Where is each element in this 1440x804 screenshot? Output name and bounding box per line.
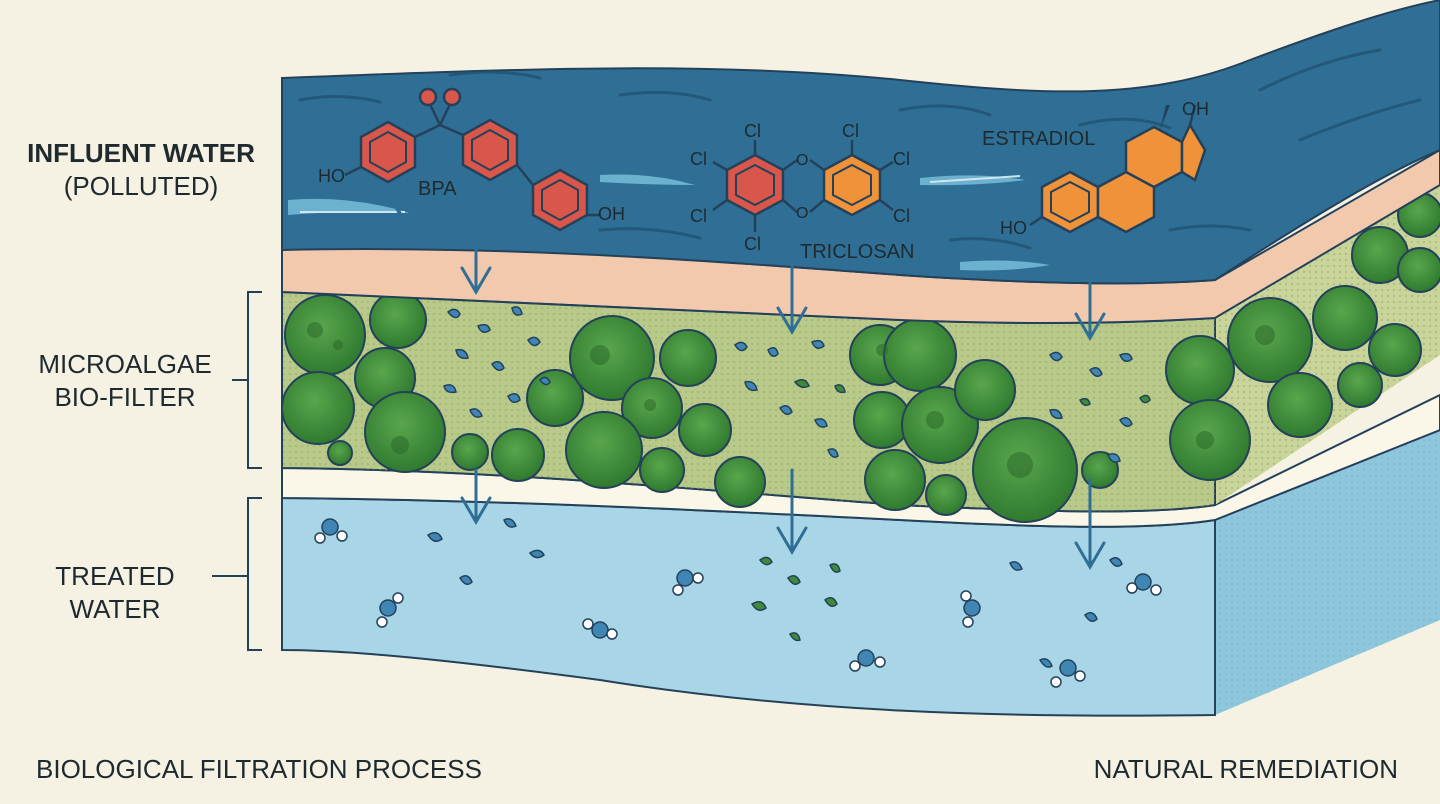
triclosan-cl-right-lower: Cl: [893, 206, 910, 226]
treated-line-2: WATER: [69, 593, 161, 624]
influent-title: INFLUENT WATER: [27, 138, 255, 168]
green-fragments: [793, 379, 1151, 407]
estradiol-molecule: [1029, 104, 1207, 234]
bpa-ho-label: HO: [318, 166, 345, 186]
layer-brackets: [212, 291, 262, 651]
algae-cells: [281, 192, 1440, 523]
bpa-name: BPA: [418, 178, 457, 200]
filter-line-2: BIO-FILTER: [54, 381, 196, 412]
triclosan-name: TRICLOSAN: [800, 241, 914, 263]
estradiol-ho-label: HO: [1000, 218, 1027, 238]
triclosan-cl-left-upper: Cl: [690, 149, 707, 169]
bpa-molecule: [344, 87, 600, 232]
water-molecules: [314, 518, 1162, 688]
triclosan-o-upper: O: [796, 152, 808, 169]
estradiol-oh-label: OH: [1182, 99, 1209, 119]
triclosan-molecule: [712, 140, 894, 232]
treated-line-1: TREATED: [55, 561, 175, 591]
treated-water-layer: [281, 496, 1216, 717]
triclosan-o-lower: O: [796, 205, 808, 222]
residual-particles: [426, 518, 1123, 668]
triclosan-cl-bottom: Cl: [744, 234, 761, 254]
triclosan-cl-right-upper: Cl: [893, 149, 910, 169]
filter-line-1: MICROALGAE: [38, 349, 212, 379]
triclosan-cl-left-lower: Cl: [690, 206, 707, 226]
footer-right-caption: NATURAL REMEDIATION: [1093, 754, 1398, 784]
influent-subtitle: (POLLUTED): [63, 170, 219, 201]
treated-water-label: TREATED WATER: [20, 560, 210, 625]
triclosan-cl-top-left: Cl: [744, 121, 761, 141]
estradiol-name: ESTRADIOL: [982, 128, 1095, 150]
influent-water-label: INFLUENT WATER (POLLUTED): [16, 137, 266, 202]
triclosan-cl-top-right: Cl: [842, 121, 859, 141]
footer-left-caption: BIOLOGICAL FILTRATION PROCESS: [36, 754, 482, 784]
flow-arrows: [460, 210, 1106, 570]
bpa-oh-label: OH: [598, 204, 625, 224]
microalgae-filter-label: MICROALGAE BIO-FILTER: [20, 348, 230, 413]
pollutant-particles-filter: [443, 306, 1133, 463]
